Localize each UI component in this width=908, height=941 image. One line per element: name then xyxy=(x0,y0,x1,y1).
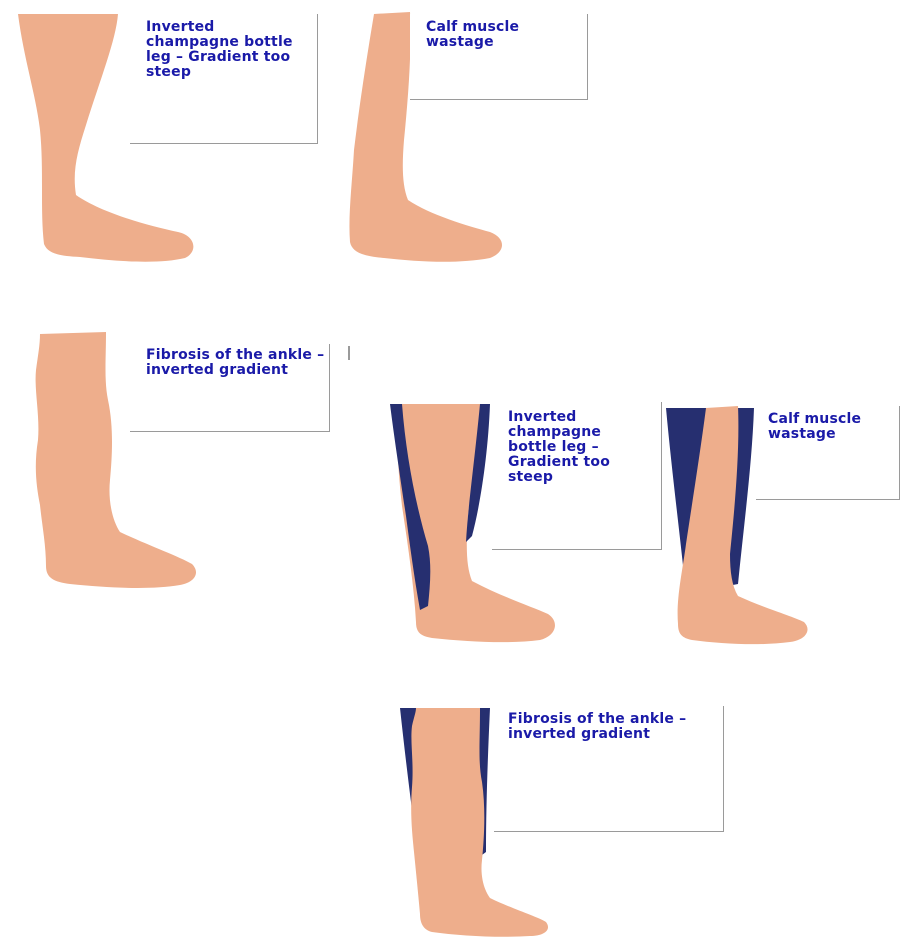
label-box-tick xyxy=(348,346,350,360)
panel-calf-bandaged: Calf muscle wastage xyxy=(660,404,908,654)
label-champagne-bare: Inverted champagne bottle leg – Gradient… xyxy=(146,20,296,80)
panel-champagne-bare: Inverted champagne bottle leg – Gradient… xyxy=(0,0,330,280)
panel-fibrosis-bare: Fibrosis of the ankle – inverted gradien… xyxy=(0,320,360,600)
label-fibrosis-bandaged: Fibrosis of the ankle – inverted gradien… xyxy=(508,712,720,742)
panel-calf-bare: Calf muscle wastage xyxy=(330,0,600,280)
label-fibrosis-bare: Fibrosis of the ankle – inverted gradien… xyxy=(146,348,326,378)
label-calf-bare: Calf muscle wastage xyxy=(426,20,566,50)
panel-fibrosis-bandaged: Fibrosis of the ankle – inverted gradien… xyxy=(390,702,730,938)
panel-champagne-bandaged: Inverted champagne bottle leg – Gradient… xyxy=(380,396,670,646)
label-champagne-bandaged: Inverted champagne bottle leg – Gradient… xyxy=(508,410,648,485)
label-calf-bandaged: Calf muscle wastage xyxy=(768,412,898,442)
